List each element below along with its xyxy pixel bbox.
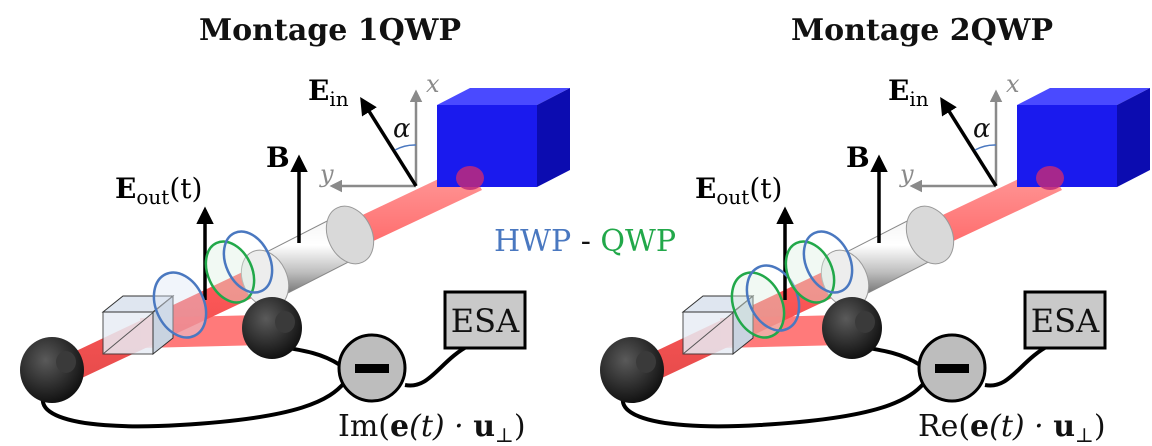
esa-label: ESA bbox=[451, 302, 520, 340]
legend-qwp: QWP bbox=[600, 224, 676, 259]
measurement-label-2: Re(e(t) · u⊥) bbox=[918, 409, 1106, 446]
alpha-label-2: α bbox=[973, 114, 991, 144]
esa-label-2: ESA bbox=[1031, 302, 1100, 340]
waveplates-panel-2 bbox=[730, 230, 854, 339]
waveplates-panel-1 bbox=[152, 230, 274, 339]
e-in-label: Ein bbox=[308, 74, 349, 111]
axis-y-label: y bbox=[319, 160, 334, 188]
hwp-plate-2 bbox=[222, 230, 274, 294]
b-field-label: B bbox=[266, 141, 290, 174]
axis-y-label-2: y bbox=[899, 160, 914, 188]
hwp-plate bbox=[152, 271, 208, 339]
e-out-label-2: Eout(t) bbox=[695, 172, 782, 209]
panel-1-title: Montage 1QWP bbox=[199, 13, 461, 48]
legend-dash: - bbox=[571, 224, 600, 259]
legend-hwp: HWP bbox=[494, 224, 571, 259]
axis-x-label-2: x bbox=[1006, 70, 1020, 98]
qwp-plate-a bbox=[730, 271, 786, 339]
b-field-label-2: B bbox=[846, 141, 870, 174]
e-out-label: Eout(t) bbox=[115, 172, 202, 209]
alpha-label: α bbox=[393, 114, 411, 144]
waveplate-legend: HWP - QWP bbox=[494, 224, 676, 259]
panel-2qwp: Montage 2QWP Ein x y α B Eout(t) ESA Re(… bbox=[600, 13, 1150, 446]
hwp-plate-b bbox=[802, 230, 854, 294]
e-in-label-2: Ein bbox=[888, 74, 929, 111]
measurement-label: Im(e(t) · u⊥) bbox=[338, 409, 526, 446]
axis-x-label: x bbox=[426, 70, 440, 98]
panel-2-title: Montage 2QWP bbox=[791, 13, 1053, 48]
panel-1qwp: Montage 1QWP Ein x y α B Eout(t) ESA Im(… bbox=[20, 13, 570, 446]
